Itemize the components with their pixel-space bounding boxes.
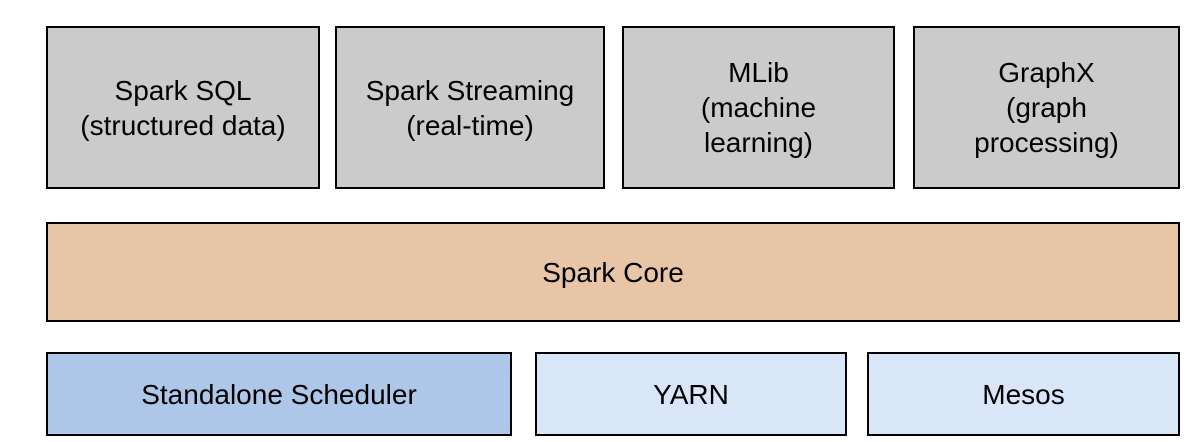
spark-sql-box: Spark SQL (structured data) — [46, 26, 320, 189]
spark-streaming-label: Spark Streaming (real-time) — [365, 74, 575, 141]
spark-sql-label: Spark SQL (structured data) — [80, 74, 286, 141]
mlib-label: MLib (machine learning) — [700, 57, 817, 158]
graphx-box: GraphX (graph processing) — [913, 26, 1180, 189]
standalone-scheduler-box: Standalone Scheduler — [46, 352, 512, 436]
spark-streaming-box: Spark Streaming (real-time) — [335, 26, 605, 189]
mesos-box: Mesos — [867, 352, 1180, 436]
spark-core-label: Spark Core — [542, 256, 684, 288]
graphx-label: GraphX (graph processing) — [974, 57, 1119, 158]
yarn-box: YARN — [535, 352, 847, 436]
spark-core-box: Spark Core — [46, 222, 1180, 322]
yarn-label: YARN — [653, 378, 729, 410]
mesos-label: Mesos — [982, 378, 1065, 410]
mlib-box: MLib (machine learning) — [622, 26, 895, 189]
standalone-scheduler-label: Standalone Scheduler — [141, 378, 417, 410]
